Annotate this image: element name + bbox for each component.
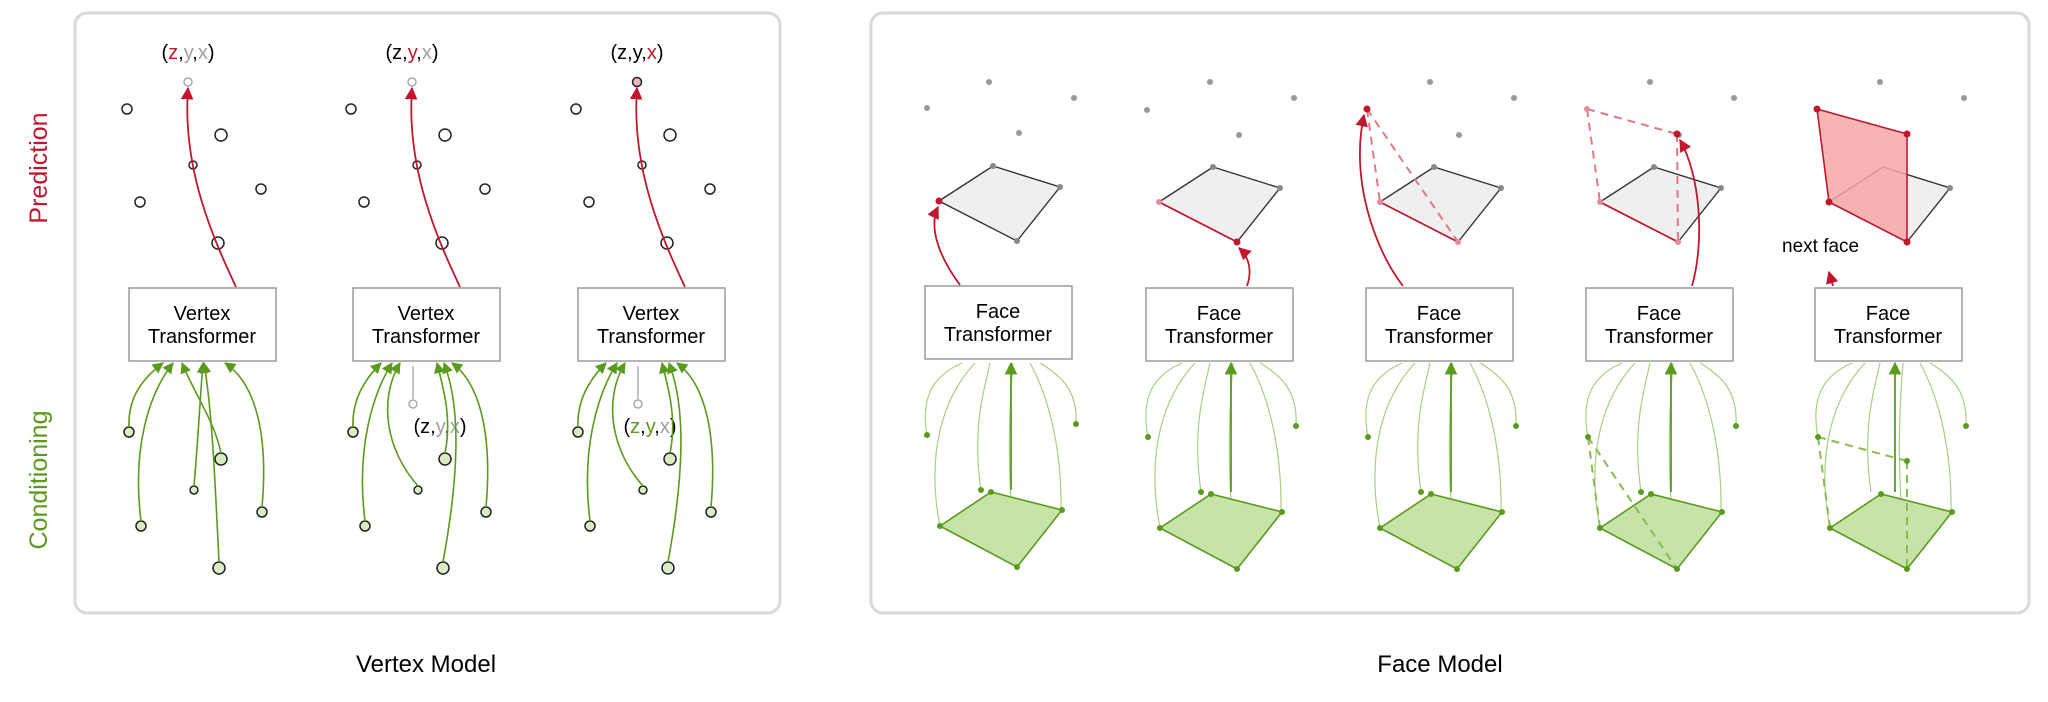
block-label-line1: Face [1417,303,1461,325]
prediction-arrow [404,86,461,288]
block-label-line2: Transformer [944,324,1053,346]
predicted-vertex [631,76,643,88]
face-transformer-block [1145,287,1294,362]
vertex-step-3: (z,y,x) (z,y,x) Vertex Transformer [570,42,726,575]
face-vertices [1156,164,1283,246]
prediction-arrow [1826,270,1839,287]
conditioning-label: Conditioning [25,411,53,550]
predicted-coordinate-label: (z,y,x) [386,42,439,64]
conditioning-arrows [1145,362,1297,570]
conditioning-edges-dashed [1817,436,1908,569]
conditioned-partial-vertex [633,399,643,409]
face-transformer-block [924,285,1073,360]
conditioning-points [1585,423,1739,572]
conditioning-vertices [572,426,717,575]
vertex-model-caption: Vertex Model [356,651,496,678]
conditioning-points [1365,423,1519,572]
face-step-3: Face Transformer [1355,79,1519,572]
predicted-edge [1158,201,1238,243]
target-vertices [345,103,491,250]
predicted-coordinate-label: (z,y,x) [162,42,215,64]
block-label-line2: Transformer [148,326,257,348]
prediction-arrow [1679,138,1701,287]
prediction-arrow [1355,113,1404,287]
block-label-line2: Transformer [1834,326,1943,348]
predicted-edges-dashed [1586,108,1679,243]
vertex-transformer-block [577,287,726,362]
block-label-line2: Transformer [597,326,706,348]
face-step-2: Face Transformer [1144,79,1299,572]
block-label-line1: Face [1637,303,1681,325]
block-label-line2: Transformer [1605,326,1714,348]
conditioning-points [1815,423,1969,572]
prediction-arrow [927,205,961,286]
predicted-vertex [407,77,417,87]
predicted-vertex [183,77,193,87]
conditioning-arrows [128,361,265,563]
prediction-label: Prediction [25,112,53,223]
block-label-line1: Face [976,301,1020,323]
block-label-line2: Transformer [1165,326,1274,348]
face-transformer-block [1365,287,1514,362]
block-label-line1: Face [1197,303,1241,325]
conditioning-arrows [352,361,489,563]
predicted-edge [1379,201,1459,243]
scattered-points [1877,79,1967,101]
scattered-points [1144,79,1297,138]
face-model-caption: Face Model [1377,651,1502,678]
predicted-edges-dashed [1366,108,1459,243]
face-step-1: Face Transformer [924,79,1079,570]
vertex-step-1: (z,y,x) Vertex Transformer [121,42,277,575]
conditioning-edges-dashed [1587,436,1678,570]
face-transformer-block [1585,287,1734,362]
conditioning-vertices [347,426,492,575]
next-face-label: next face [1782,236,1859,257]
conditioned-coordinate-label: (z,y,x) [414,416,467,438]
block-label-line1: Vertex [174,303,231,325]
face-step-4: Face Transformer [1584,79,1739,572]
prediction-arrow [1238,247,1252,287]
conditioned-coordinate-label: (z,y,x) [624,416,677,438]
face-vertices [1584,106,1724,245]
scattered-points [1427,79,1517,138]
vertex-transformer-block [128,287,277,362]
vertex-transformer-block [352,287,501,362]
prediction-arrow [629,86,686,288]
scattered-points [924,79,1077,136]
conditioning-arrows [577,361,714,563]
conditioning-points [924,421,1079,570]
predicted-edge [1599,201,1679,243]
block-label-line1: Vertex [623,303,680,325]
conditioning-points [1145,423,1299,572]
prediction-arrow [180,86,237,288]
block-label-line1: Face [1866,303,1910,325]
face-vertices [935,163,1063,244]
face-transformer-block [1814,287,1963,362]
block-label-line2: Transformer [1385,326,1494,348]
block-label-line1: Vertex [398,303,455,325]
conditioned-partial-vertex [408,399,418,409]
predicted-coordinate-label: (z,y,x) [611,42,664,64]
face-step-5: next face Face Transformer [1782,79,1969,572]
face-vertices [1813,105,1953,246]
face-vertices [1363,105,1504,245]
block-label-line2: Transformer [372,326,481,348]
vertex-step-2: (z,y,x) (z,y,x) Vertex Transformer [345,42,501,575]
